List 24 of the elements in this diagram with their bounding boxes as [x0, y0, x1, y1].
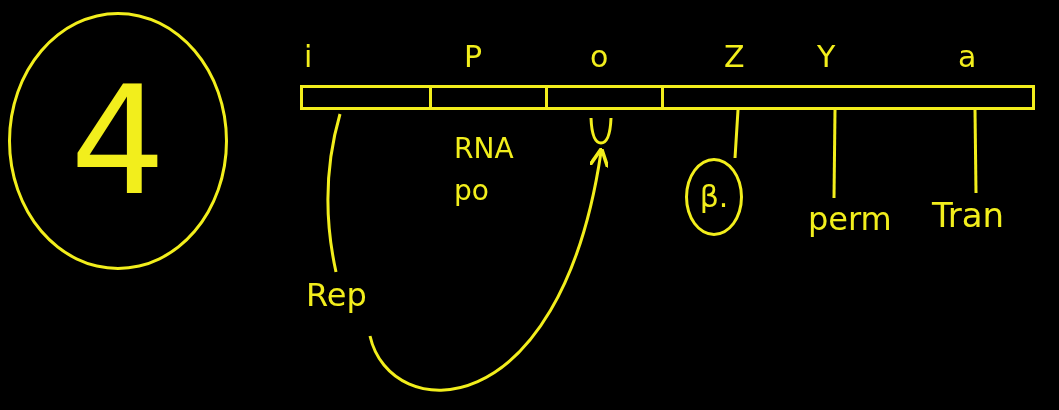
gene-label: i — [304, 42, 313, 72]
gene-label: P — [464, 42, 483, 72]
circled-label: β. — [685, 158, 743, 236]
handwritten-label: Rep — [306, 276, 367, 315]
connector-line — [973, 109, 978, 194]
gene-label: o — [590, 42, 609, 72]
handwritten-label: perm — [808, 200, 892, 239]
gene-segment — [785, 85, 900, 110]
handwritten-note: RNA po — [454, 131, 515, 209]
gene-label: Y — [817, 42, 836, 72]
handwritten-label: Tran — [932, 195, 1005, 236]
gene-segment — [432, 85, 548, 110]
gene-segment — [900, 85, 1035, 110]
gene-label: a — [958, 42, 977, 72]
gene-segment — [300, 85, 432, 110]
curved-arrow — [368, 146, 609, 392]
circled-number: 4 — [8, 12, 228, 270]
gene-segment — [664, 85, 785, 110]
connector-line — [733, 109, 740, 159]
connector-line — [832, 110, 837, 198]
connector-line — [326, 113, 342, 273]
gene-segment — [548, 85, 664, 110]
gene-label: Z — [724, 42, 745, 72]
u-shaped-mark — [588, 116, 614, 146]
